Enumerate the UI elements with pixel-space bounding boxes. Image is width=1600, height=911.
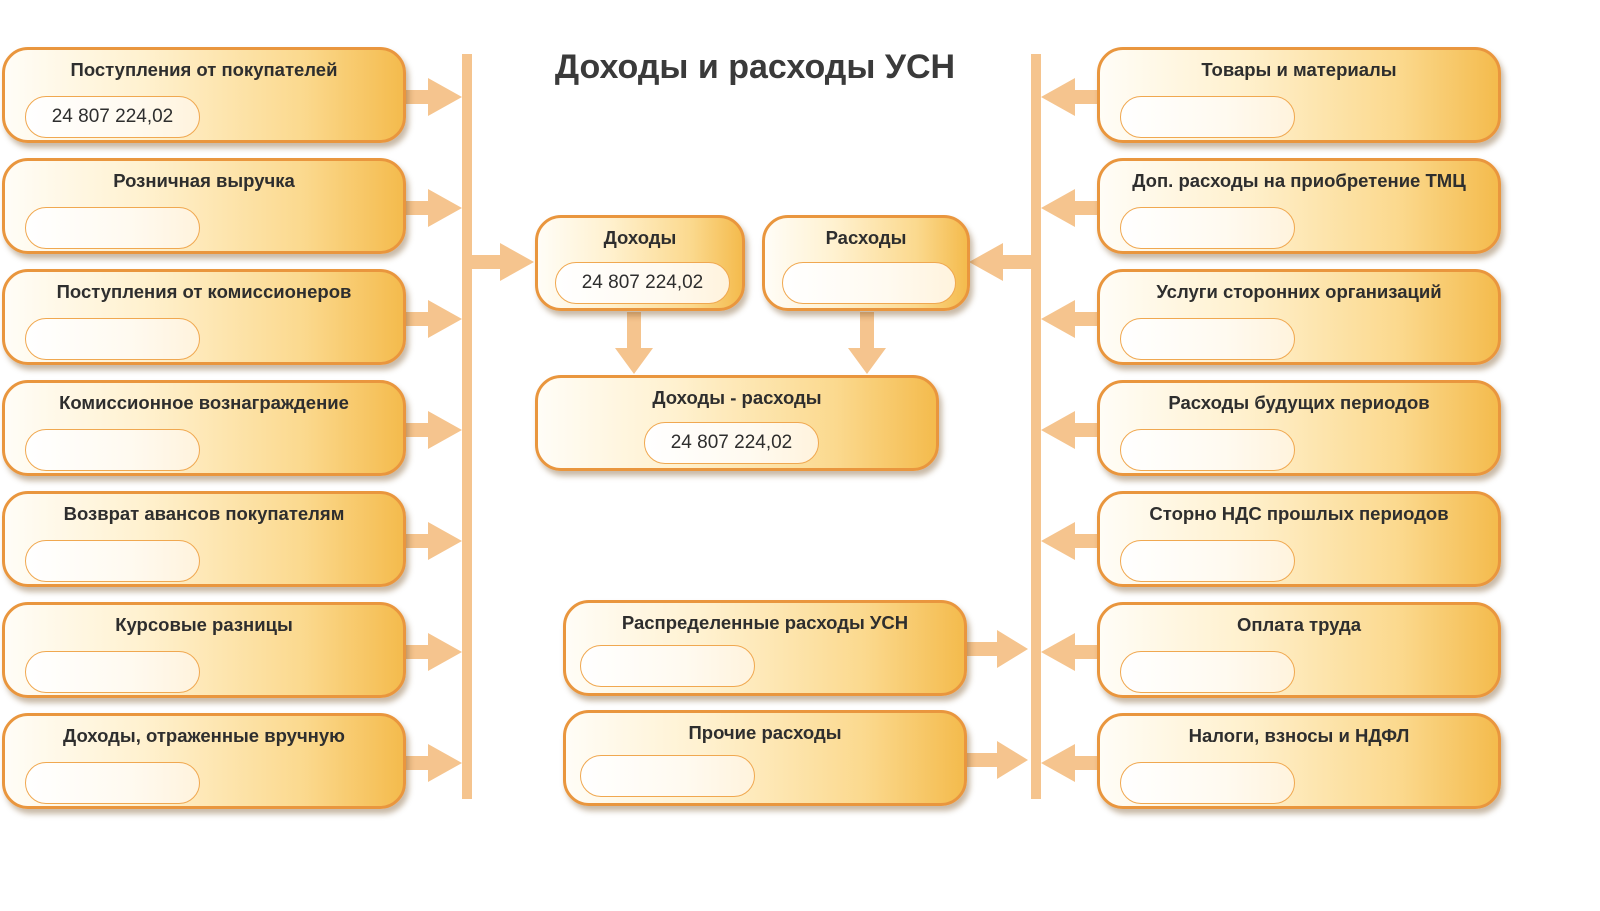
expense-arrow: [1041, 189, 1097, 227]
item-label: Товары и материалы: [1201, 59, 1397, 80]
income-item-commissioner-receipts: Поступления от комиссионеров: [2, 269, 406, 365]
page-title: Доходы и расходы УСН: [554, 48, 956, 86]
income-arrow: [406, 411, 462, 449]
other-expenses-label: Прочие расходы: [688, 722, 842, 743]
item-value-field[interactable]: [1120, 318, 1295, 360]
difference-label: Доходы - расходы: [652, 387, 822, 408]
item-value-field[interactable]: [1120, 762, 1295, 804]
income-arrow: [406, 300, 462, 338]
item-value-field[interactable]: [1120, 96, 1295, 138]
arrow-to-expense-total: [969, 243, 1031, 281]
expense-item-payroll: Оплата труда: [1097, 602, 1501, 698]
item-value-field[interactable]: 24 807 224,02: [25, 96, 200, 138]
item-label: Поступления от комиссионеров: [56, 281, 352, 302]
income-total-label: Доходы: [603, 227, 677, 248]
item-value-field[interactable]: [25, 429, 200, 471]
expense-total-label: Расходы: [825, 227, 907, 248]
income-item-retail-revenue: Розничная выручка: [2, 158, 406, 254]
item-value-field[interactable]: [25, 651, 200, 693]
expense-arrow: [1041, 411, 1097, 449]
item-value-field[interactable]: [1120, 429, 1295, 471]
item-value-field[interactable]: [25, 762, 200, 804]
item-label: Сторно НДС прошлых периодов: [1149, 503, 1449, 524]
income-arrow: [406, 633, 462, 671]
income-item-advance-refunds: Возврат авансов покупателям: [2, 491, 406, 587]
item-label: Розничная выручка: [113, 170, 295, 191]
arrow-expense-to-difference: [848, 312, 886, 374]
expense-arrow: [1041, 78, 1097, 116]
item-label: Комиссионное вознаграждение: [59, 392, 349, 413]
expense-total-value-field[interactable]: [782, 262, 956, 304]
arrow-distributed-to-bus: [967, 630, 1028, 668]
income-item-manual-income: Доходы, отраженные вручную: [2, 713, 406, 809]
item-value-field[interactable]: [1120, 540, 1295, 582]
income-arrows: [406, 78, 462, 782]
expense-arrow: [1041, 300, 1097, 338]
income-arrow: [406, 78, 462, 116]
income-arrow: [406, 522, 462, 560]
expense-item-deferred-expenses: Расходы будущих периодов: [1097, 380, 1501, 476]
item-label: Доп. расходы на приобретение ТМЦ: [1132, 170, 1466, 191]
item-label: Поступления от покупателей: [70, 59, 338, 80]
item-label: Курсовые разницы: [115, 614, 293, 635]
item-value-field[interactable]: [25, 540, 200, 582]
item-label: Расходы будущих периодов: [1168, 392, 1430, 413]
expense-arrows: [1041, 78, 1097, 782]
other-expenses-value-field[interactable]: [580, 755, 755, 797]
item-label: Налоги, взносы и НДФЛ: [1188, 725, 1410, 746]
item-value-field[interactable]: [25, 207, 200, 249]
other-expenses-box: Прочие расходы: [563, 710, 967, 806]
income-total-box: Доходы 24 807 224,02: [535, 215, 745, 311]
expense-item-vat-reversal: Сторно НДС прошлых периодов: [1097, 491, 1501, 587]
arrow-to-income-total: [472, 243, 534, 281]
expense-arrow: [1041, 522, 1097, 560]
item-value-field[interactable]: [25, 318, 200, 360]
expense-arrow: [1041, 633, 1097, 671]
income-item-commission-fee: Комиссионное вознаграждение: [2, 380, 406, 476]
income-arrow: [406, 744, 462, 782]
expense-arrow: [1041, 744, 1097, 782]
expense-total-box: Расходы: [762, 215, 970, 311]
expense-item-third-party-services: Услуги сторонних организаций: [1097, 269, 1501, 365]
distributed-expenses-box: Распределенные расходы УСН: [563, 600, 967, 696]
difference-value-field[interactable]: 24 807 224,02: [644, 422, 819, 464]
income-arrow: [406, 189, 462, 227]
arrow-income-to-difference: [615, 312, 653, 374]
item-label: Возврат авансов покупателям: [63, 503, 345, 524]
item-label: Услуги сторонних организаций: [1156, 281, 1442, 302]
distributed-expenses-label: Распределенные расходы УСН: [621, 612, 909, 633]
item-value-field[interactable]: [1120, 207, 1295, 249]
left-bus-line: [462, 54, 472, 799]
expense-item-taxes-contributions: Налоги, взносы и НДФЛ: [1097, 713, 1501, 809]
item-label: Оплата труда: [1236, 614, 1362, 635]
difference-box: Доходы - расходы 24 807 224,02: [535, 375, 939, 471]
income-total-value-field[interactable]: 24 807 224,02: [555, 262, 730, 304]
income-item-exchange-differences: Курсовые разницы: [2, 602, 406, 698]
distributed-expenses-value-field[interactable]: [580, 645, 755, 687]
item-label: Доходы, отраженные вручную: [63, 725, 345, 746]
expense-item-additional-acquisition: Доп. расходы на приобретение ТМЦ: [1097, 158, 1501, 254]
expense-item-goods-materials: Товары и материалы: [1097, 47, 1501, 143]
arrow-other-to-bus: [967, 741, 1028, 779]
item-value-field[interactable]: [1120, 651, 1295, 693]
income-item-customer-receipts: Поступления от покупателей 24 807 224,02: [2, 47, 406, 143]
right-bus-line: [1031, 54, 1041, 799]
